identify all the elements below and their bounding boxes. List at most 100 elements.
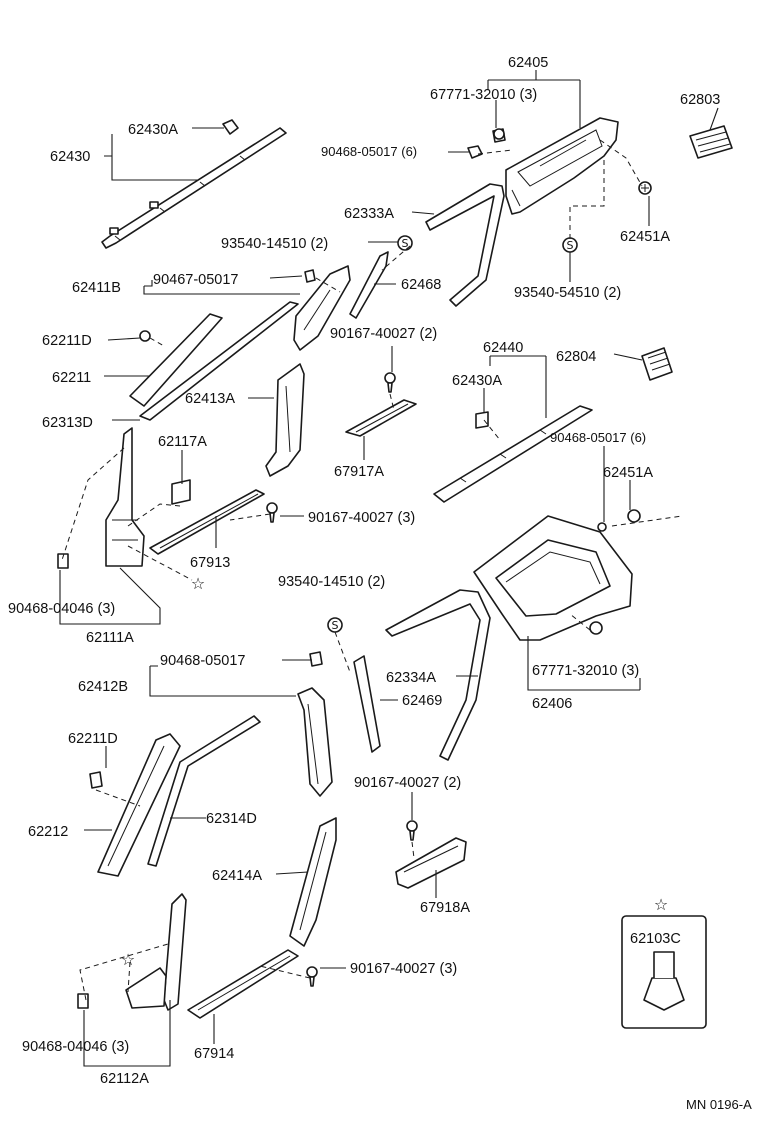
clip-62430A-mid [475, 411, 489, 429]
seal-93540-14510-top: S [397, 235, 413, 251]
label-62803: 62803 [680, 92, 720, 108]
part-67918A-scuff [395, 837, 467, 889]
label-90167-40027-b: 90167-40027 (3) [308, 510, 415, 526]
star-mark-box: ☆ [654, 895, 668, 914]
label-62117A: 62117A [158, 434, 207, 450]
label-62111A: 62111A [86, 630, 134, 646]
label-62313D: 62313D [42, 415, 93, 431]
label-93540-14510-top: 93540-14510 (2) [221, 236, 328, 252]
reference-code: MN 0196-A [686, 1097, 752, 1112]
screw-90167-40027-a [384, 372, 396, 393]
label-93540-54510: 93540-54510 (2) [514, 285, 621, 301]
seal-93540-14510-mid: S [327, 617, 343, 633]
clip-62451A-mid [627, 509, 641, 523]
label-62412B: 62412B [78, 679, 128, 695]
clip-90468-05017-low [309, 651, 323, 667]
seal-symbol: S [567, 239, 574, 252]
label-62212: 62212 [28, 824, 68, 840]
part-67917A-scuff [345, 399, 417, 437]
seal-symbol: S [332, 619, 339, 632]
part-62313D-weatherstrip [139, 301, 299, 421]
bracket-62117A [171, 479, 191, 505]
label-62406: 62406 [532, 696, 572, 712]
screw-90167-40027-c [406, 820, 418, 841]
clip-67771-low [589, 621, 603, 635]
screw-90468-05017-mid [597, 522, 607, 532]
screw-90167-40027-d [306, 966, 318, 987]
clip-62211D-low [89, 771, 103, 789]
label-62334A: 62334A [386, 670, 436, 686]
part-62212-garnish [97, 733, 181, 877]
part-62111A-lower-pillar [105, 427, 145, 567]
label-90468-04046-top: 90468-04046 (3) [8, 601, 115, 617]
label-93540-14510-mid: 93540-14510 (2) [278, 574, 385, 590]
part-62411B-pillar-garnish [293, 265, 351, 351]
label-90468-05017-top: 90468-05017 (6) [321, 144, 417, 159]
label-62414A: 62414A [212, 868, 262, 884]
label-62103C: 62103C [630, 931, 681, 947]
label-62451A-top: 62451A [620, 229, 670, 245]
part-67913-scuff [149, 489, 265, 555]
label-67913: 67913 [190, 555, 230, 571]
star-mark-low: ☆ [121, 950, 135, 969]
part-62804-pad [641, 347, 673, 381]
label-90468-04046-low: 90468-04046 (3) [22, 1039, 129, 1055]
label-62413A: 62413A [185, 391, 235, 407]
label-90468-05017-low: 90468-05017 [160, 653, 245, 669]
part-62430-roof-rail [101, 127, 287, 249]
label-62112A: 62112A [100, 1071, 149, 1087]
clip-90467-05017 [304, 269, 316, 283]
label-62804: 62804 [556, 349, 596, 365]
part-62469-garnish [353, 655, 381, 753]
label-62405: 62405 [508, 55, 548, 71]
screw-90167-40027-b [266, 502, 278, 523]
part-62803-pad [689, 125, 733, 159]
part-62412B-pillar [297, 687, 333, 797]
label-62411B: 62411B [72, 280, 121, 296]
label-62211: 62211 [52, 370, 91, 386]
part-62103C-box [621, 915, 707, 1029]
clip-67771-top [492, 128, 506, 143]
part-62405-quarter-trim [505, 117, 619, 215]
label-67914: 67914 [194, 1046, 234, 1062]
part-62414A-pillar [289, 817, 337, 947]
dashed-guides [61, 139, 683, 1001]
label-62314D: 62314D [206, 811, 257, 827]
part-62314D-weatherstrip [147, 715, 261, 867]
label-67771-32010-low: 67771-32010 (3) [532, 663, 639, 679]
label-62440: 62440 [483, 340, 523, 356]
label-62469: 62469 [402, 693, 442, 709]
part-62211-garnish [129, 313, 223, 407]
seal-93540-54510: S [562, 237, 578, 253]
label-67771-32010-top: 67771-32010 (3) [430, 87, 537, 103]
label-62451A-mid: 62451A [603, 465, 653, 481]
clip-62211D-top [139, 330, 151, 342]
label-62430A-mid: 62430A [452, 373, 502, 389]
seal-symbol: S [402, 237, 409, 250]
label-67917A: 67917A [334, 464, 384, 480]
label-90167-40027-a: 90167-40027 (2) [330, 326, 437, 342]
label-90167-40027-d: 90167-40027 (3) [350, 961, 457, 977]
label-62333A: 62333A [344, 206, 394, 222]
label-62430: 62430 [50, 149, 90, 165]
part-62468-garnish [349, 251, 389, 319]
label-90467-05017: 90467-05017 [153, 272, 238, 288]
clip-90468-04046-top [57, 553, 69, 569]
label-62211D-top: 62211D [42, 333, 92, 349]
clip-62430A-top [222, 119, 239, 135]
part-62413A-center-pillar [265, 363, 305, 477]
label-90167-40027-c: 90167-40027 (2) [354, 775, 461, 791]
part-62333A-weatherstrip [425, 183, 505, 307]
label-67918A: 67918A [420, 900, 470, 916]
part-62334A-weatherstrip [385, 589, 491, 761]
part-67914-scuff [187, 949, 299, 1019]
part-62112A-lower-pillar [125, 893, 187, 1011]
label-62211D-low: 62211D [68, 731, 118, 747]
star-mark-mid: ☆ [191, 574, 205, 593]
label-90468-05017-mid: 90468-05017 (6) [550, 430, 646, 445]
part-62440-rail [433, 405, 593, 503]
part-62406-quarter-trim [473, 515, 633, 641]
clip-90468-04046-low [77, 993, 89, 1009]
clip-62451A-top [638, 181, 652, 195]
